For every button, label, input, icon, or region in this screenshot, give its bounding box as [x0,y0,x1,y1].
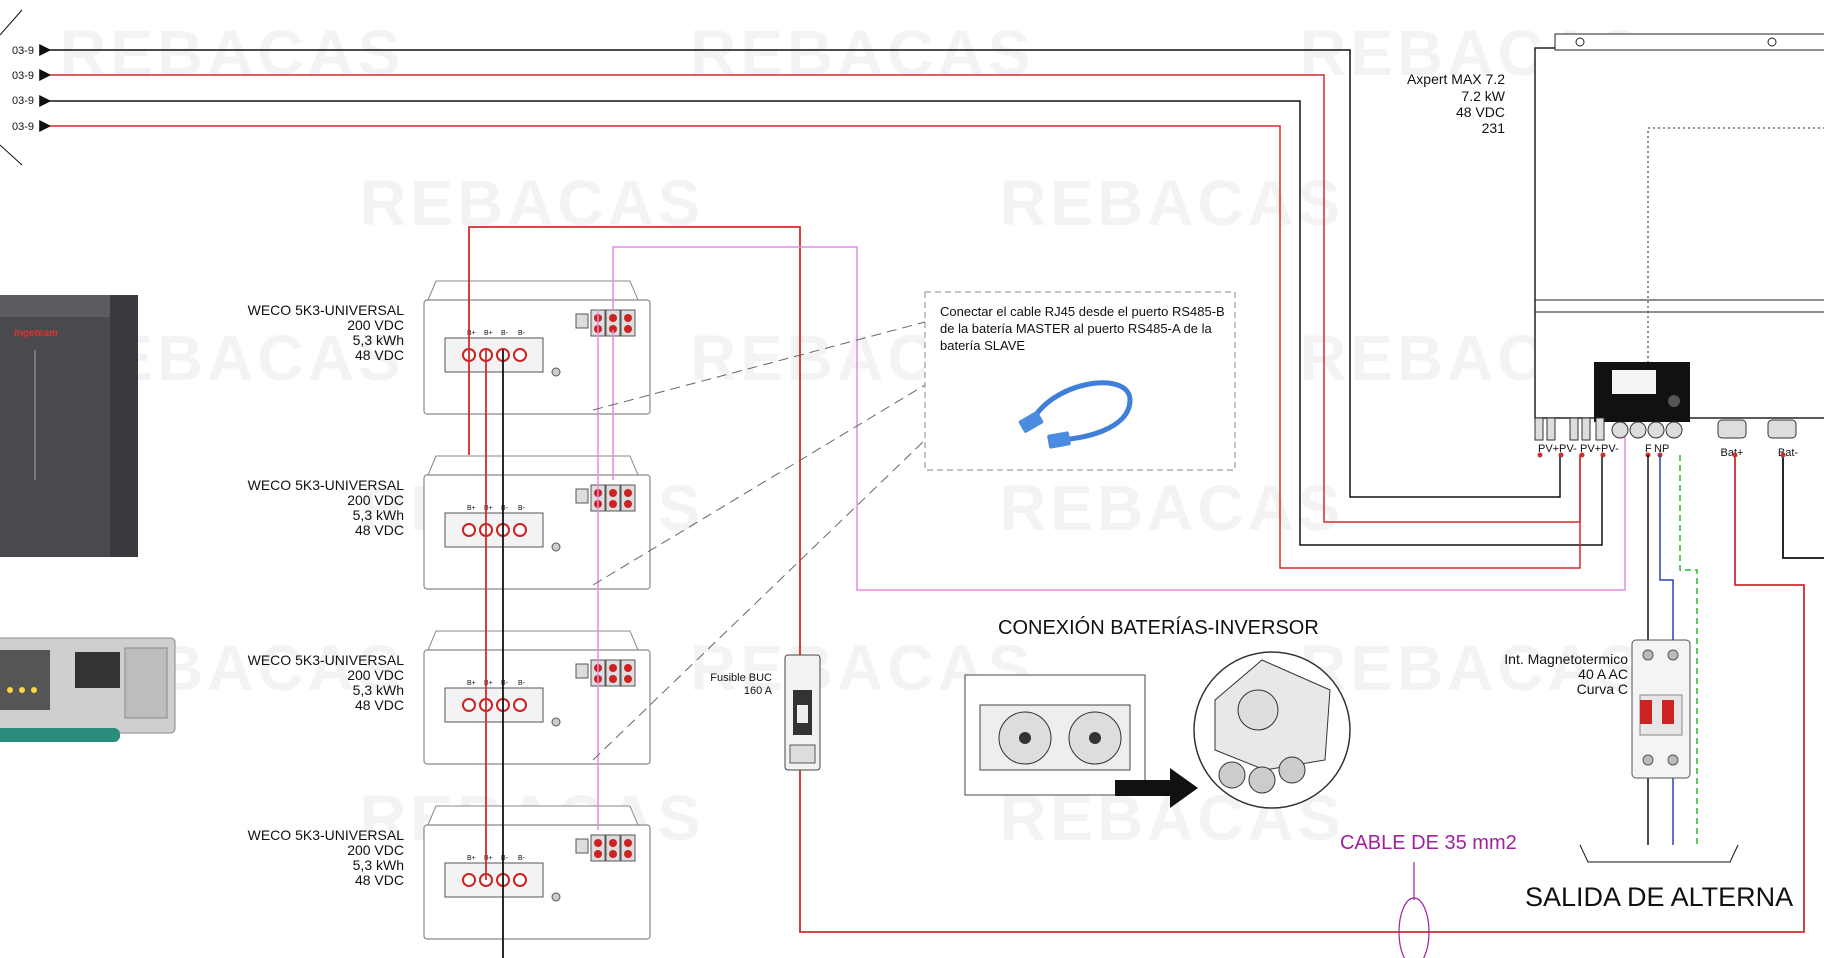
ac-output-title: SALIDA DE ALTERNA [1525,882,1793,912]
battery-label: 48 VDC [355,522,404,538]
terminal-label: PV+ [1538,443,1559,455]
ingeteam-logo: Ingeteam [14,328,58,339]
terminal-label: B+ [467,680,476,687]
pv-positive-wire [50,125,1581,569]
cable-size-label: CABLE DE 35 mm2 [1340,832,1517,854]
note-line: Conectar el cable RJ45 desde el puerto R… [940,304,1225,319]
panel-bracket [0,9,23,166]
battery-negative-wire [1782,455,1824,559]
battery-label: 48 VDC [355,347,404,363]
battery-label: 5,3 kWh [353,857,404,873]
pv-negative-wire [50,49,1561,498]
rj45-cable-image [1018,380,1133,449]
terminal-label: P [1662,443,1669,455]
terminal-label: B- [501,680,509,687]
watermark-text: REBACAS [1000,167,1344,239]
terminal-label: B+ [484,330,493,337]
terminal-label: B- [501,330,509,337]
inverter-code: 231 [1482,120,1506,136]
terminal-label: B- [518,680,526,687]
battery-label: WECO 5K3-UNIVERSAL [248,302,405,318]
fuse-rating: 160 A [744,685,773,697]
battery-positive-main-wire [468,226,1805,933]
line-tag: 03-9 [12,95,34,107]
battery-label: WECO 5K3-UNIVERSAL [248,477,405,493]
terminal-label: N [1654,443,1662,455]
charger-module [0,637,176,742]
pv-input-lines: 03-9 03-9 03-9 03-9 [12,44,1603,569]
terminal-label: B+ [484,680,493,687]
terminal-label: PV- [1559,443,1577,455]
bms-comm-cable [612,246,1626,591]
line-tag: 03-9 [12,121,34,133]
fuse-label: Fusible BUC [710,672,772,684]
breaker-label: Int. Magnetotermico [1504,651,1628,667]
battery-label: WECO 5K3-UNIVERSAL [248,652,405,668]
terminal-label: Bat+ [1721,447,1744,459]
rj45-note: Conectar el cable RJ45 desde el puerto R… [924,291,1236,471]
terminal-label: B+ [467,855,476,862]
breaker-curve: Curva C [1577,681,1628,697]
watermark-text: REBACAS [690,17,1034,89]
inverter-power: 7.2 kW [1461,88,1505,104]
ingeteam-device: Ingeteam [0,295,138,557]
battery-label: 5,3 kWh [353,332,404,348]
battery-label: 200 VDC [347,317,404,333]
buc-fuse: Fusible BUC 160 A [710,654,821,771]
battery-label: 48 VDC [355,697,404,713]
arrow-icon [1115,768,1198,808]
note-line: batería SLAVE [940,338,1025,353]
battery-label: 200 VDC [347,842,404,858]
battery-label: WECO 5K3-UNIVERSAL [248,827,405,843]
watermark-text: REBACAS [1000,472,1344,544]
battery-label: 5,3 kWh [353,682,404,698]
battery-label: 200 VDC [347,492,404,508]
cable-callout-ellipse [1398,897,1430,958]
connection-title: CONEXIÓN BATERÍAS-INVERSOR [998,616,1319,639]
terminal-label: B+ [467,505,476,512]
ac-earth-wire [1679,455,1698,845]
terminal-label: B+ [467,330,476,337]
callout-leaders [592,321,926,761]
inverter-detail-image [964,651,1351,809]
terminal-label: B- [518,505,526,512]
breaker-rating: 40 A AC [1578,666,1628,682]
magnetothermic-breaker: Int. Magnetotermico 40 A AC Curva C [1504,639,1691,779]
note-line: de la batería MASTER al puerto RS485-A d… [940,321,1212,336]
watermark-layer: REBACAS REBACAS REBACAS REBACAS REBACAS … [60,17,1644,854]
terminal-label: PV+ [1580,443,1601,455]
terminal-label: B- [518,855,526,862]
battery-label: 5,3 kWh [353,507,404,523]
terminal-label: B+ [484,855,493,862]
terminal-label: B+ [484,505,493,512]
terminal-label: B- [518,330,526,337]
watermark-text: REBACAS [60,17,404,89]
pv-negative-wire [50,100,1603,546]
line-tag: 03-9 [12,70,34,82]
terminal-label: Bat- [1778,447,1799,459]
ac-output-bracket [1579,844,1739,863]
terminal-label: F [1645,443,1652,455]
inverter-voltage: 48 VDC [1456,104,1505,120]
watermark-text: REBACAS [1300,632,1644,704]
battery-label: 200 VDC [347,667,404,683]
terminal-label: PV- [1601,443,1619,455]
watermark-text: REBACAS [360,167,704,239]
line-tag: 03-9 [12,45,34,57]
battery-label: 48 VDC [355,872,404,888]
terminal-label: B- [501,505,509,512]
terminal-label: B- [501,855,509,862]
inverter: Axpert MAX 7.2 7.2 kW 48 VDC 231 PV+ PV-… [1407,33,1824,459]
inverter-model: Axpert MAX 7.2 [1407,71,1505,87]
